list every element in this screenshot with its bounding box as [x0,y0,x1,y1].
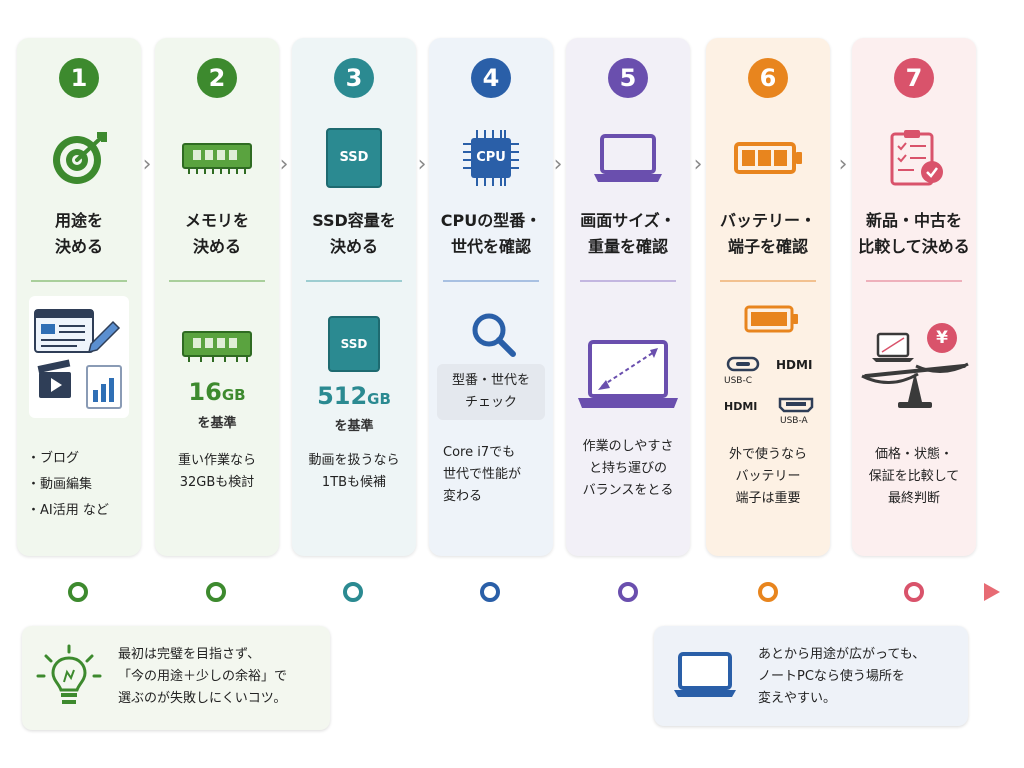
tip-box-right: あとから用途が広がっても、ノートPCなら使う場所を変えやすい。 [654,626,968,726]
tip-text: あとから用途が広がっても、ノートPCなら使う場所を変えやすい。 [758,647,926,706]
chevron-right-icon: › [417,152,427,177]
divider [169,280,265,282]
step-card-7: 7 新品・中古を比較して決める ¥ 価格・状態・保証を比較して最終判断 [852,38,976,556]
usage-illustration [29,296,129,418]
screen-size-icon [578,340,678,408]
timeline-node [758,582,778,602]
laptop-icon [594,134,662,182]
memory-icon [182,331,252,362]
step-card-6: 6 バッテリー・端子を確認 HDMI USB-C HDMI USB-A 外で使う… [706,38,830,556]
step-card-5: 5 画面サイズ・重量を確認 作業のしやすさと持ち運びのバランスをとる [566,38,690,556]
chevron-right-icon: › [553,152,563,177]
divider [443,280,539,282]
port-label-usb-a: USB-A [780,416,808,426]
cpu-icon: CPU [461,128,521,188]
list-item: ・ブログ [27,451,80,466]
step-number-badge: 5 [608,58,648,98]
step-title: 新品・中古を比較して決める [858,211,970,256]
checklist-icon [890,130,943,186]
magnifier-icon [472,313,516,357]
ssd-icon: SSD [326,128,382,188]
timeline-node [206,582,226,602]
step-number-badge: 7 [894,58,934,98]
step-description: Core i7でも世代で性能が変わる [443,445,522,504]
tip-text: 最初は完璧を目指さず、「今の用途＋少しの余裕」で選ぶのが失敗しにくいコツ。 [118,647,288,706]
step-title: バッテリー・端子を確認 [719,211,816,256]
chevron-right-icon: › [838,152,848,177]
check-label-box: 型番・世代を チェック [437,364,545,420]
usb-a-port-icon [778,397,814,413]
ssd-icon: SSD [328,316,380,372]
chevron-right-icon: › [142,152,152,177]
divider [720,280,816,282]
port-label-hdmi: HDMI [776,358,813,372]
balance-scale-icon [861,323,969,408]
yen-icon: ¥ [936,328,948,348]
divider [306,280,402,282]
chevron-right-icon: › [279,152,289,177]
timeline-node [904,582,924,602]
step-card-4: 4 CPU CPUの型番・世代を確認 型番・世代を チェック Core i7でも… [429,38,553,556]
value-baseline-label: を基準 [197,416,237,431]
timeline-node [618,582,638,602]
target-icon [53,132,107,184]
memory-icon [182,143,252,174]
step-title: SSD容量を決める [312,211,396,256]
divider [580,280,676,282]
step-title: 用途を決める [54,211,103,256]
timeline-node [343,582,363,602]
step-title: 画面サイズ・重量を確認 [580,211,676,256]
tip-box-left: 最初は完璧を目指さず、「今の用途＋少しの余裕」で選ぶのが失敗しにくいコツ。 [22,626,330,730]
divider [31,280,127,282]
progress-timeline [20,582,1000,602]
battery-icon [734,142,802,174]
step-description: 外で使うならバッテリー端子は重要 [728,447,807,506]
step-number-badge: 1 [59,58,99,98]
ssd-value: 512GB [317,382,391,410]
step-description: 価格・状態・保証を比較して最終判断 [868,447,960,506]
laptop-icon [674,652,736,697]
step-number-badge: 4 [471,58,511,98]
step-title: CPUの型番・世代を確認 [440,211,542,256]
value-baseline-label: を基準 [334,419,374,434]
list-item: ・動画編集 [27,477,93,492]
usage-list: ・ブログ ・動画編集 ・AI活用 など [27,448,141,522]
step-number-badge: 3 [334,58,374,98]
battery-icon [744,305,798,333]
blog-editor-icon [34,309,122,409]
port-label-hdmi: HDMI [724,400,758,413]
timeline-node [68,582,88,602]
chevron-right-icon: › [693,152,703,177]
port-label-usb-c: USB-C [724,376,753,386]
list-item: ・AI活用 など [27,503,109,518]
usb-c-port-icon [726,356,760,372]
step-number-badge: 6 [748,58,788,98]
step-number-badge: 2 [197,58,237,98]
step-card-1: 1 用途を決める ・ブログ ・動画編集 [17,38,141,556]
timeline-node [480,582,500,602]
divider [866,280,962,282]
lightbulb-icon [36,644,102,704]
memory-value: 16GB [188,378,246,406]
step-title: メモリを決める [184,211,249,256]
step-description: 作業のしやすさと持ち運びのバランスをとる [582,439,674,498]
